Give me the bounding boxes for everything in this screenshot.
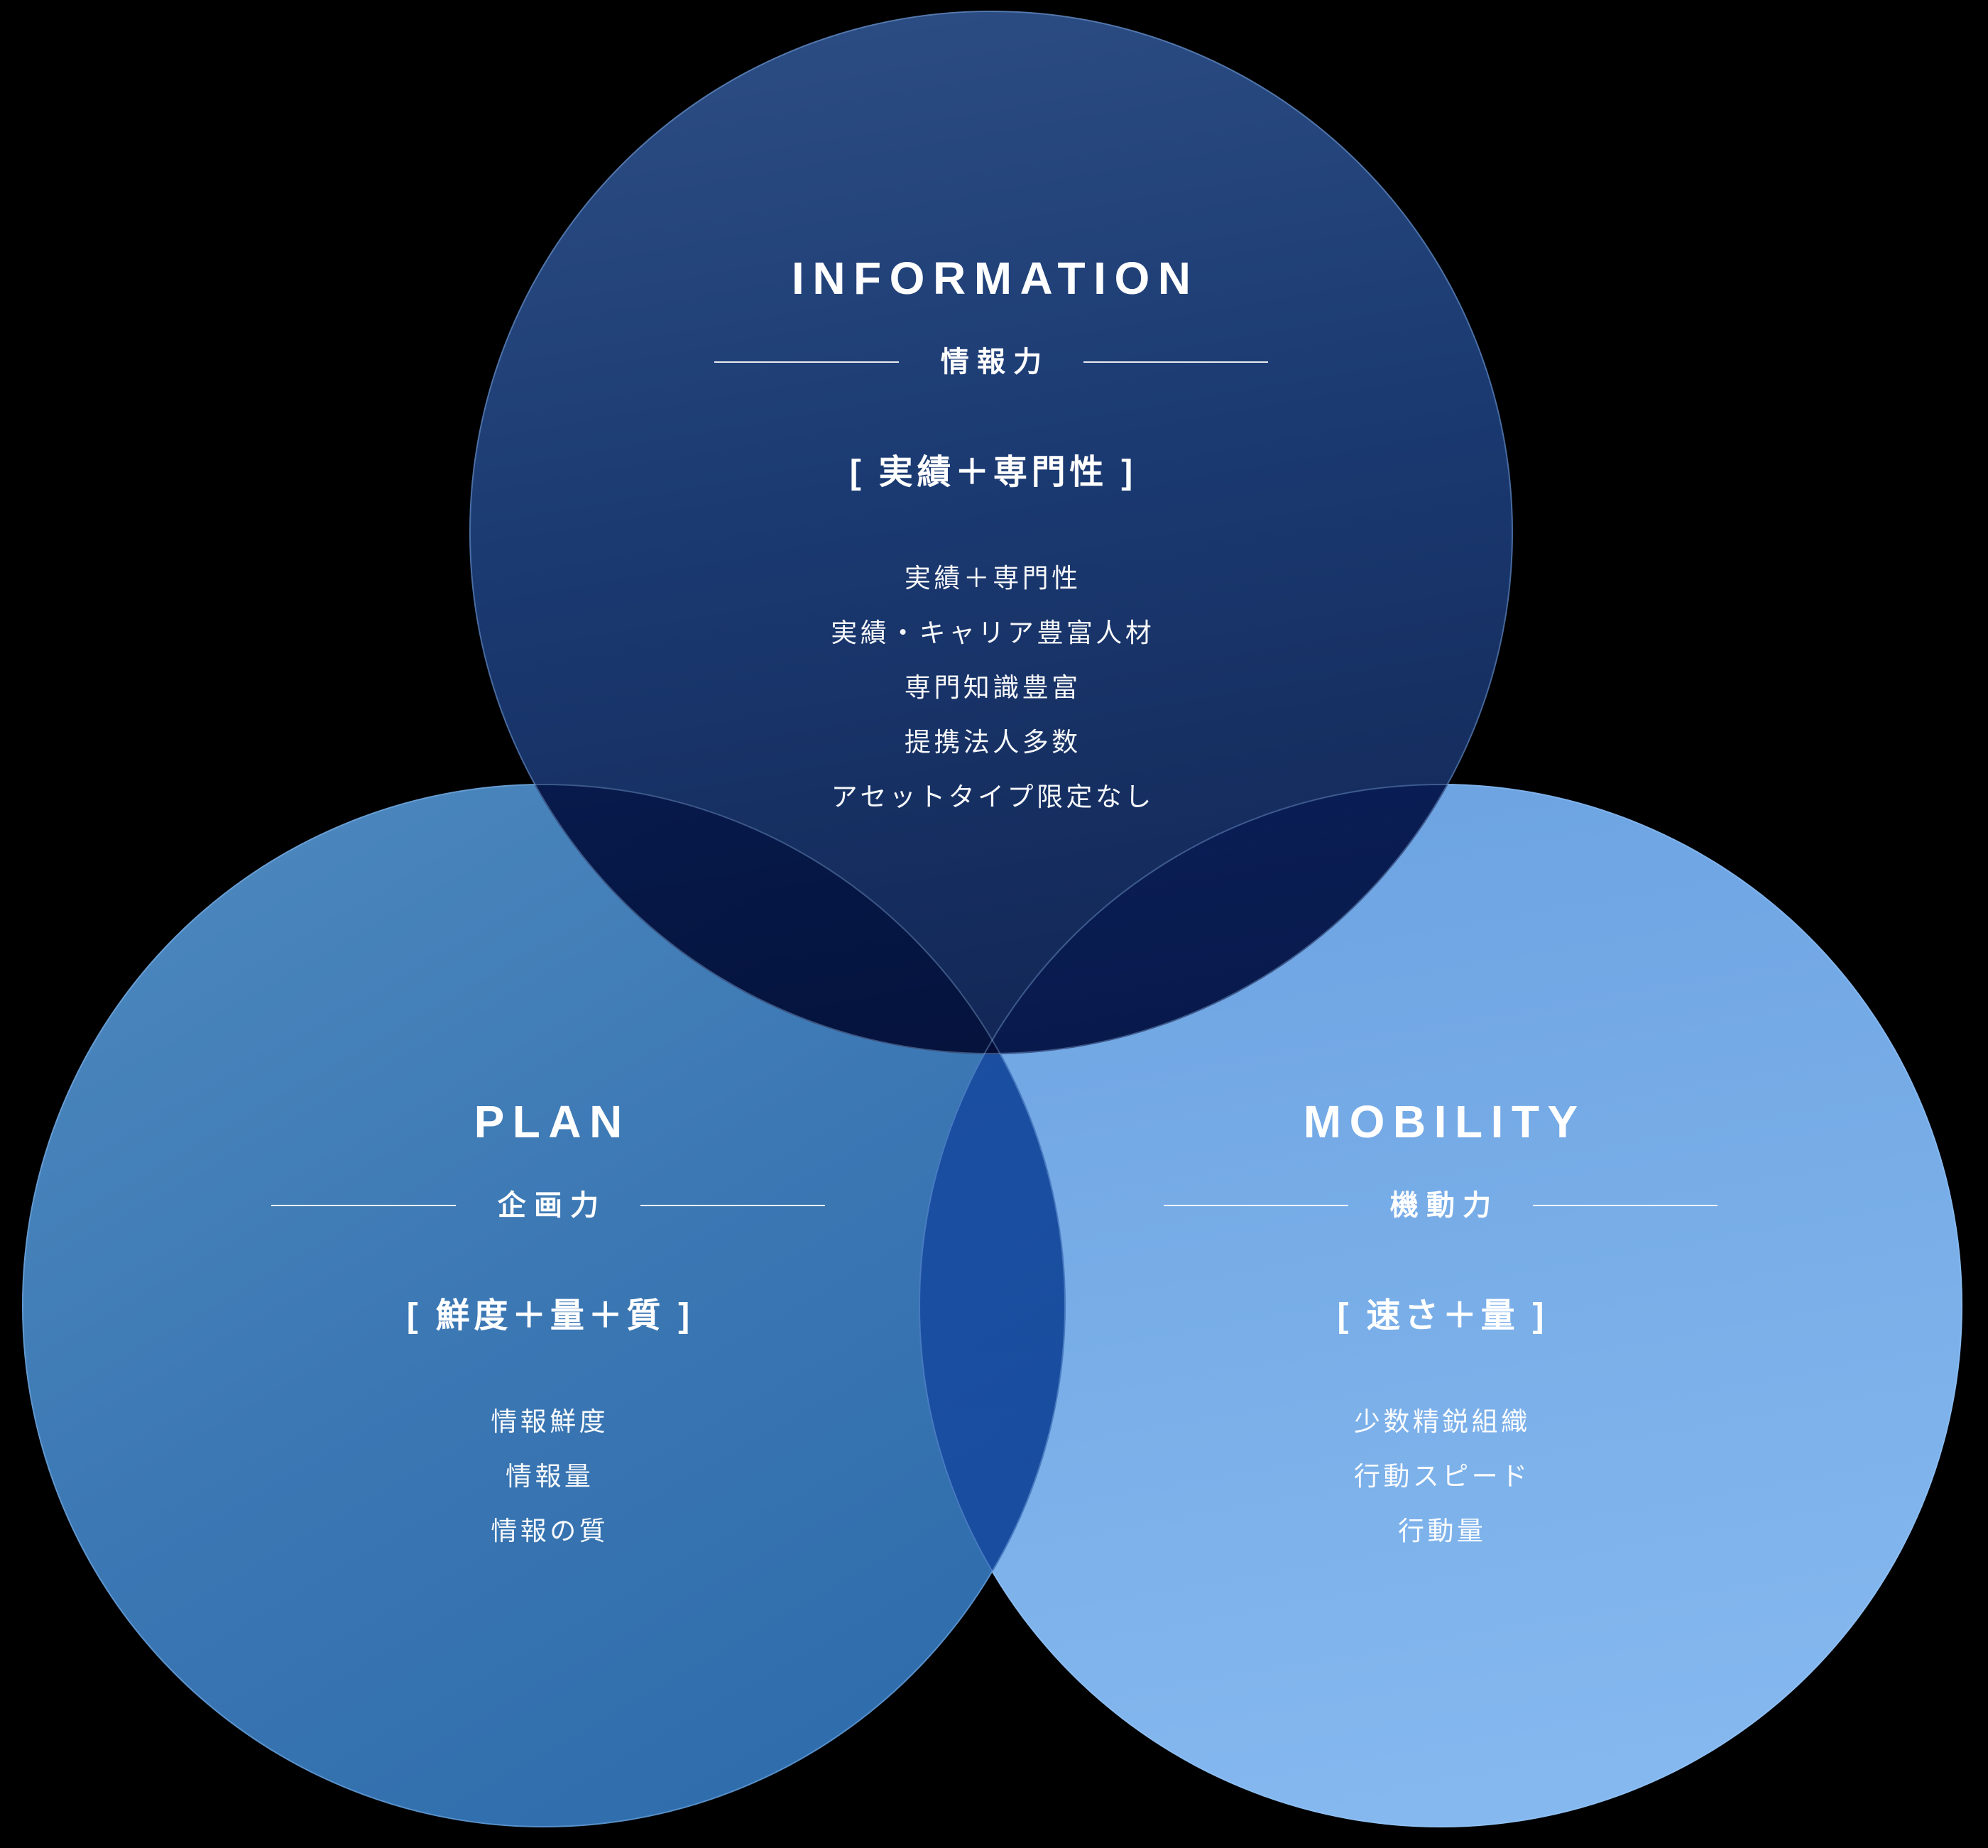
subtitle-line-right bbox=[1533, 1205, 1718, 1206]
mobility-bracket-label: [ 速さ＋量 ] bbox=[1337, 1297, 1549, 1335]
mobility-title: MOBILITY bbox=[1303, 1096, 1586, 1147]
plan-subtitle-row: 企画力 bbox=[87, 1191, 1010, 1220]
information-title: INFORMATION bbox=[792, 253, 1199, 304]
plan-circle bbox=[22, 784, 1066, 1827]
plan-text-block: PLAN 企画力 [ 鮮度＋量＋質 ] 情報鮮度 情報量 情報の質 bbox=[87, 1099, 1010, 1558]
list-item: 行動スピード bbox=[1353, 1462, 1531, 1491]
plan-subtitle: 企画力 bbox=[497, 1190, 607, 1221]
mobility-subtitle: 機動力 bbox=[1389, 1190, 1500, 1221]
information-subtitle: 情報力 bbox=[940, 346, 1050, 378]
mobility-circle bbox=[919, 784, 1962, 1827]
list-item: 少数精鋭組織 bbox=[1353, 1407, 1531, 1436]
mobility-item-list: 少数精鋭組織 行動スピード 行動量 bbox=[979, 1394, 1902, 1558]
subtitle-line-right bbox=[1083, 361, 1269, 363]
list-item: アセットタイプ限定なし bbox=[831, 782, 1154, 811]
plan-title: PLAN bbox=[474, 1096, 630, 1147]
list-item: 情報の質 bbox=[491, 1516, 609, 1546]
information-subtitle-row: 情報力 bbox=[530, 348, 1453, 376]
list-item: 情報量 bbox=[506, 1462, 594, 1491]
list-item: 実績＋専門性 bbox=[904, 564, 1081, 593]
plan-bracket-label: [ 鮮度＋量＋質 ] bbox=[406, 1297, 694, 1335]
list-item: 実績・キャリア豊富人材 bbox=[831, 618, 1155, 647]
mobility-text-block: MOBILITY 機動力 [ 速さ＋量 ] 少数精鋭組織 行動スピード 行動量 bbox=[979, 1099, 1902, 1558]
list-item: 行動量 bbox=[1398, 1516, 1487, 1546]
subtitle-line-left bbox=[1163, 1205, 1348, 1206]
information-bracket-label: [ 実績＋専門性 ] bbox=[849, 454, 1137, 491]
information-item-list: 実績＋専門性 実績・キャリア豊富人材 専門知識豊富 提携法人多数 アセットタイプ… bbox=[530, 551, 1453, 824]
plan-item-list: 情報鮮度 情報量 情報の質 bbox=[87, 1394, 1010, 1558]
information-text-block: INFORMATION 情報力 [ 実績＋専門性 ] 実績＋専門性 実績・キャリ… bbox=[530, 256, 1453, 824]
list-item: 提携法人多数 bbox=[904, 728, 1081, 757]
subtitle-line-left bbox=[271, 1205, 456, 1206]
mobility-subtitle-row: 機動力 bbox=[979, 1191, 1902, 1220]
subtitle-line-right bbox=[640, 1205, 826, 1206]
subtitle-line-left bbox=[714, 361, 899, 363]
list-item: 専門知識豊富 bbox=[904, 673, 1081, 702]
list-item: 情報鮮度 bbox=[491, 1407, 609, 1436]
